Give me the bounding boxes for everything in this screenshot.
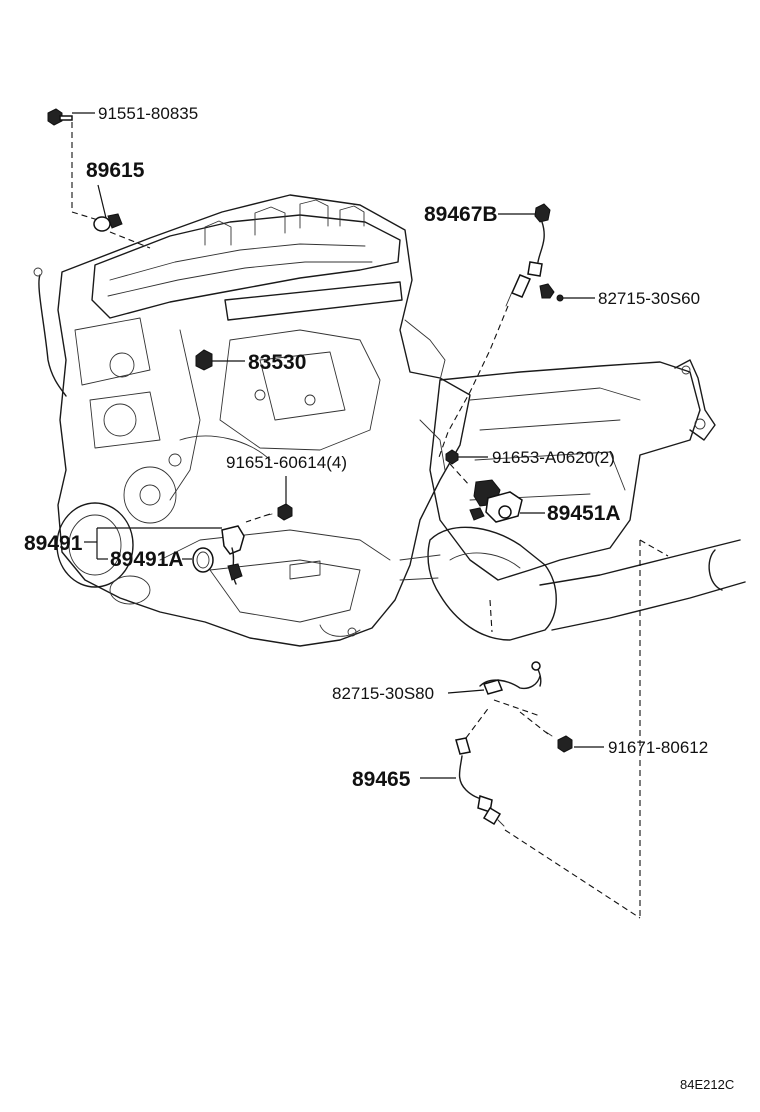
oil-pressure-switch-83530-icon (195, 349, 213, 371)
o-ring-89491a-icon (192, 547, 214, 573)
bolt-91551-80835-icon (47, 108, 73, 126)
bolt-91671-80612-icon (545, 731, 573, 753)
label-89451a: 89451A (547, 502, 621, 525)
bolt-91651-60614-icon (263, 503, 293, 521)
sensor-89451a-icon (469, 479, 523, 523)
label-83530: 83530 (248, 351, 306, 374)
label-91671-80612: 91671-80612 (608, 738, 708, 757)
label-89615: 89615 (86, 159, 145, 182)
label-89491a: 89491A (110, 548, 184, 571)
figure-code: 84E212C (680, 1077, 734, 1092)
label-82715-30s80: 82715-30S80 (332, 684, 434, 703)
oxygen-sensor-89467b-icon (505, 203, 551, 307)
engine-illustration (33, 194, 471, 647)
bolt-91653-a0620-icon (445, 449, 459, 465)
label-82715-30s60: 82715-30S60 (598, 289, 700, 308)
leader-lines (71, 112, 669, 919)
oxygen-sensor-89465-icon (455, 737, 505, 827)
catalytic-converter-illustration (399, 359, 746, 641)
clamp-82715-30s60-icon (539, 283, 564, 302)
knock-sensor-89615-icon (93, 213, 123, 232)
sensor-89491-icon (221, 525, 245, 585)
label-91653-a0620: 91653-A0620(2) (492, 448, 615, 467)
clamp-82715-30s80-icon (479, 661, 542, 695)
label-89465: 89465 (352, 768, 411, 791)
label-91551-80835: 91551-80835 (98, 104, 198, 123)
label-89491: 89491 (24, 532, 83, 555)
label-91651-60614: 91651-60614(4) (226, 453, 347, 472)
label-89467b: 89467B (424, 203, 498, 226)
